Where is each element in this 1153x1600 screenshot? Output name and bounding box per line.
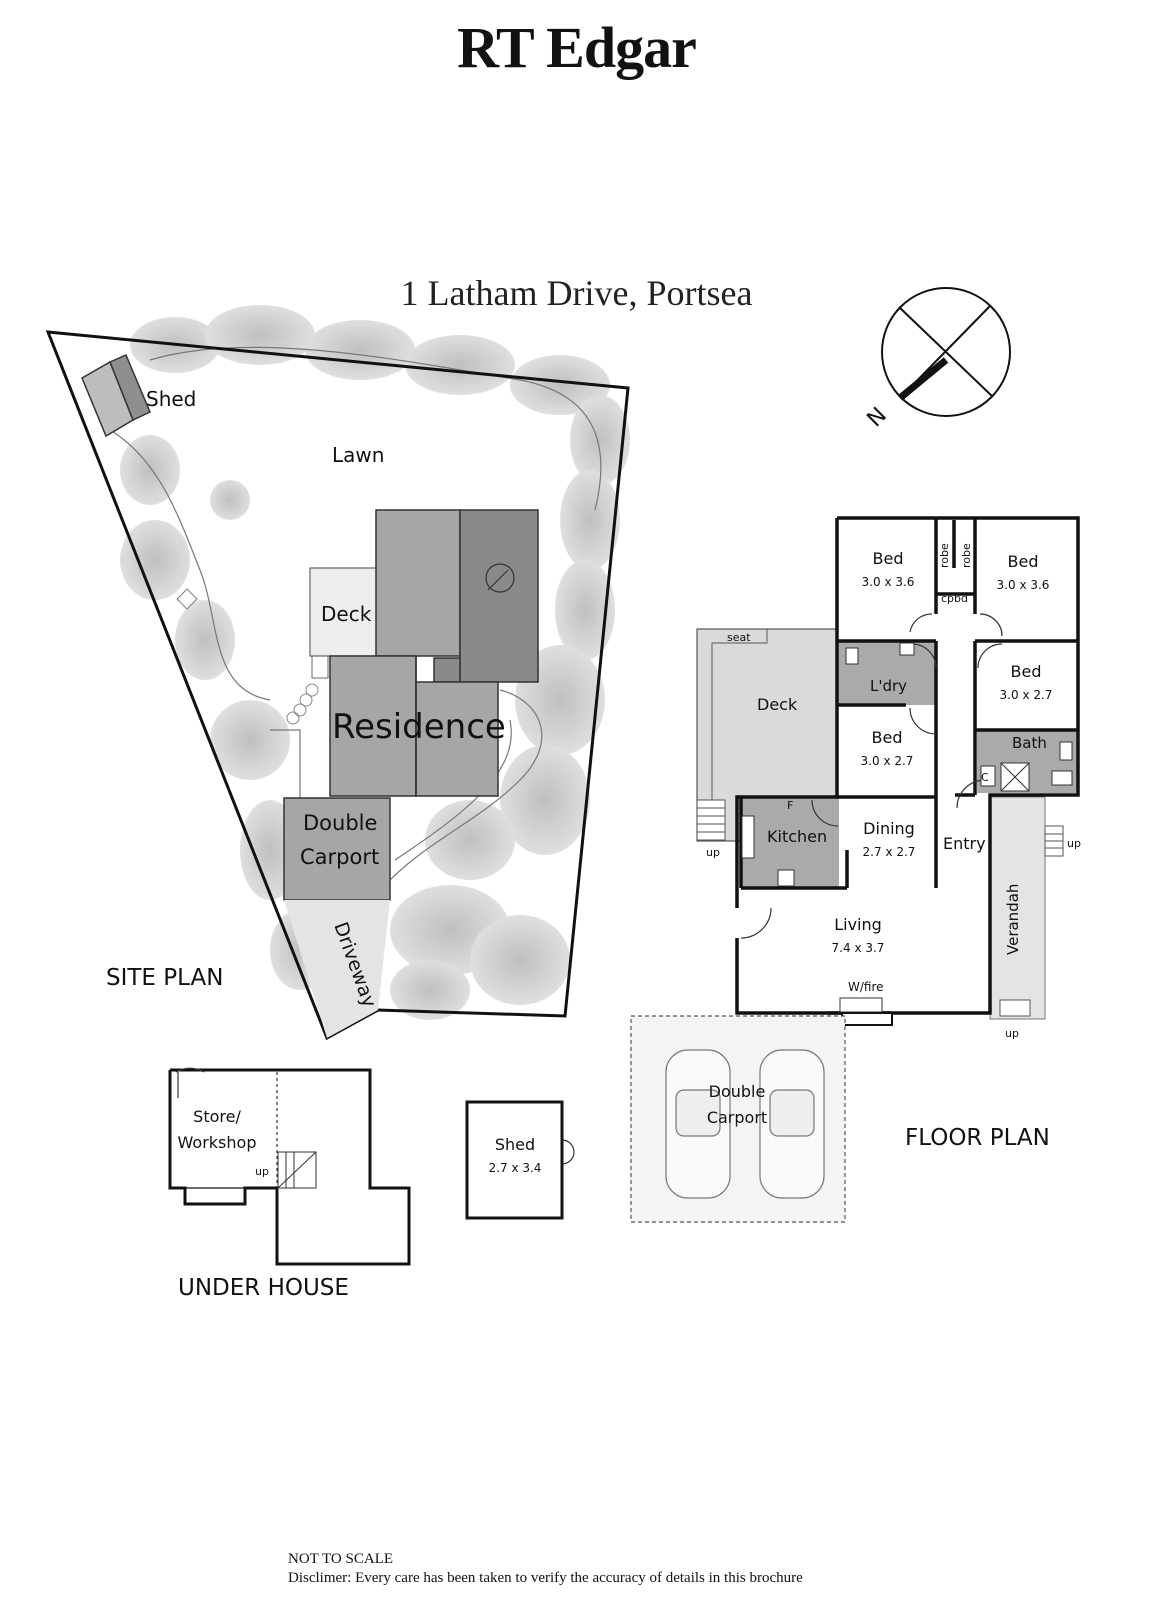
site-carport xyxy=(283,797,391,901)
site-plan-title: SITE PLAN xyxy=(106,965,223,991)
fp-laundry-label: L'dry xyxy=(870,677,907,695)
site-deck xyxy=(309,567,379,657)
fp-walls xyxy=(735,516,1080,1015)
fp-carport-label-2: Carport xyxy=(707,1108,767,1127)
fp-cpbd-label: cpbd xyxy=(941,592,968,605)
shed-plan: Shed 2.7 x 3.4 xyxy=(465,1100,575,1220)
fp-bed2-size: 3.0 x 3.6 xyxy=(997,578,1050,592)
fp-deck-stairs xyxy=(696,799,726,841)
fp-seat-label: seat xyxy=(727,631,751,644)
under-up-label: up xyxy=(255,1165,269,1178)
fp-kitchen-label: Kitchen xyxy=(767,827,827,846)
site-carport-label-2: Carport xyxy=(300,845,379,869)
fp-deck-label: Deck xyxy=(757,695,798,714)
fp-living-name: Living xyxy=(834,915,882,934)
floor-plan: Bed 3.0 x 3.6 Bed 3.0 x 3.6 Bed 3.0 x 2.… xyxy=(630,516,1081,1223)
site-boundary xyxy=(45,330,630,1041)
fp-bed2-name: Bed xyxy=(1008,552,1039,571)
fp-bed4-name: Bed xyxy=(872,728,903,747)
site-deck-label: Deck xyxy=(321,602,372,626)
under-store-label-1: Store/ xyxy=(193,1107,241,1126)
fp-bath-label: Bath xyxy=(1012,734,1047,752)
fp-bed3-size: 3.0 x 2.7 xyxy=(1000,688,1053,702)
fp-robe1-label: robe xyxy=(938,543,951,568)
fp-up-label-3: up xyxy=(1005,1027,1019,1040)
not-to-scale-note: NOT TO SCALE xyxy=(288,1551,394,1567)
fp-living-size: 7.4 x 3.7 xyxy=(832,941,885,955)
fp-verandah-stairs xyxy=(999,825,1064,1017)
site-residence xyxy=(329,509,539,797)
footer: NOT TO SCALE Disclimer: Every care has b… xyxy=(288,1550,803,1588)
fp-up-label-2: up xyxy=(1067,837,1081,850)
under-house-stairs xyxy=(277,1151,317,1189)
under-store-label-2: Workshop xyxy=(178,1133,257,1152)
fp-bed1-name: Bed xyxy=(873,549,904,568)
compass-icon: N xyxy=(863,287,1011,432)
fp-dining-size: 2.7 x 2.7 xyxy=(863,845,916,859)
site-shed-label: Shed xyxy=(146,387,196,411)
site-shed xyxy=(81,354,151,438)
shed-plan-size: 2.7 x 3.4 xyxy=(489,1161,542,1175)
fp-up-label-1: up xyxy=(706,846,720,859)
brand-logo: RT Edgar xyxy=(457,15,697,80)
fp-entry-label: Entry xyxy=(943,834,986,853)
fp-bed1-size: 3.0 x 3.6 xyxy=(862,575,915,589)
fp-wfire-label: W/fire xyxy=(848,980,884,994)
shed-plan-name: Shed xyxy=(495,1135,535,1154)
fp-c-label: C xyxy=(981,771,989,784)
tree-canopy xyxy=(120,305,630,1020)
fp-verandah-label: Verandah xyxy=(1004,884,1022,955)
fp-fridge-label: F xyxy=(787,799,793,812)
site-lawn-label: Lawn xyxy=(332,443,384,467)
under-house-title: UNDER HOUSE xyxy=(178,1275,349,1301)
site-plan: Shed Lawn Deck Residence Double Carport … xyxy=(45,305,630,1041)
property-address: 1 Latham Drive, Portsea xyxy=(400,273,753,313)
car-icon xyxy=(665,1049,825,1199)
fp-robe2-label: robe xyxy=(960,543,973,568)
fp-carport-label-1: Double xyxy=(709,1082,766,1101)
fp-bed4-size: 3.0 x 2.7 xyxy=(861,754,914,768)
site-residence-label: Residence xyxy=(332,707,506,747)
fp-bed3-name: Bed xyxy=(1011,662,1042,681)
fp-dining-name: Dining xyxy=(863,819,915,838)
site-carport-label-1: Double xyxy=(303,811,377,835)
compass-north-label: N xyxy=(863,403,892,432)
under-house-plan: Store/ Workshop up UNDER HOUSE xyxy=(168,1067,411,1301)
floor-plan-title: FLOOR PLAN xyxy=(905,1125,1050,1151)
disclaimer-note: Disclimer: Every care has been taken to … xyxy=(288,1570,803,1586)
